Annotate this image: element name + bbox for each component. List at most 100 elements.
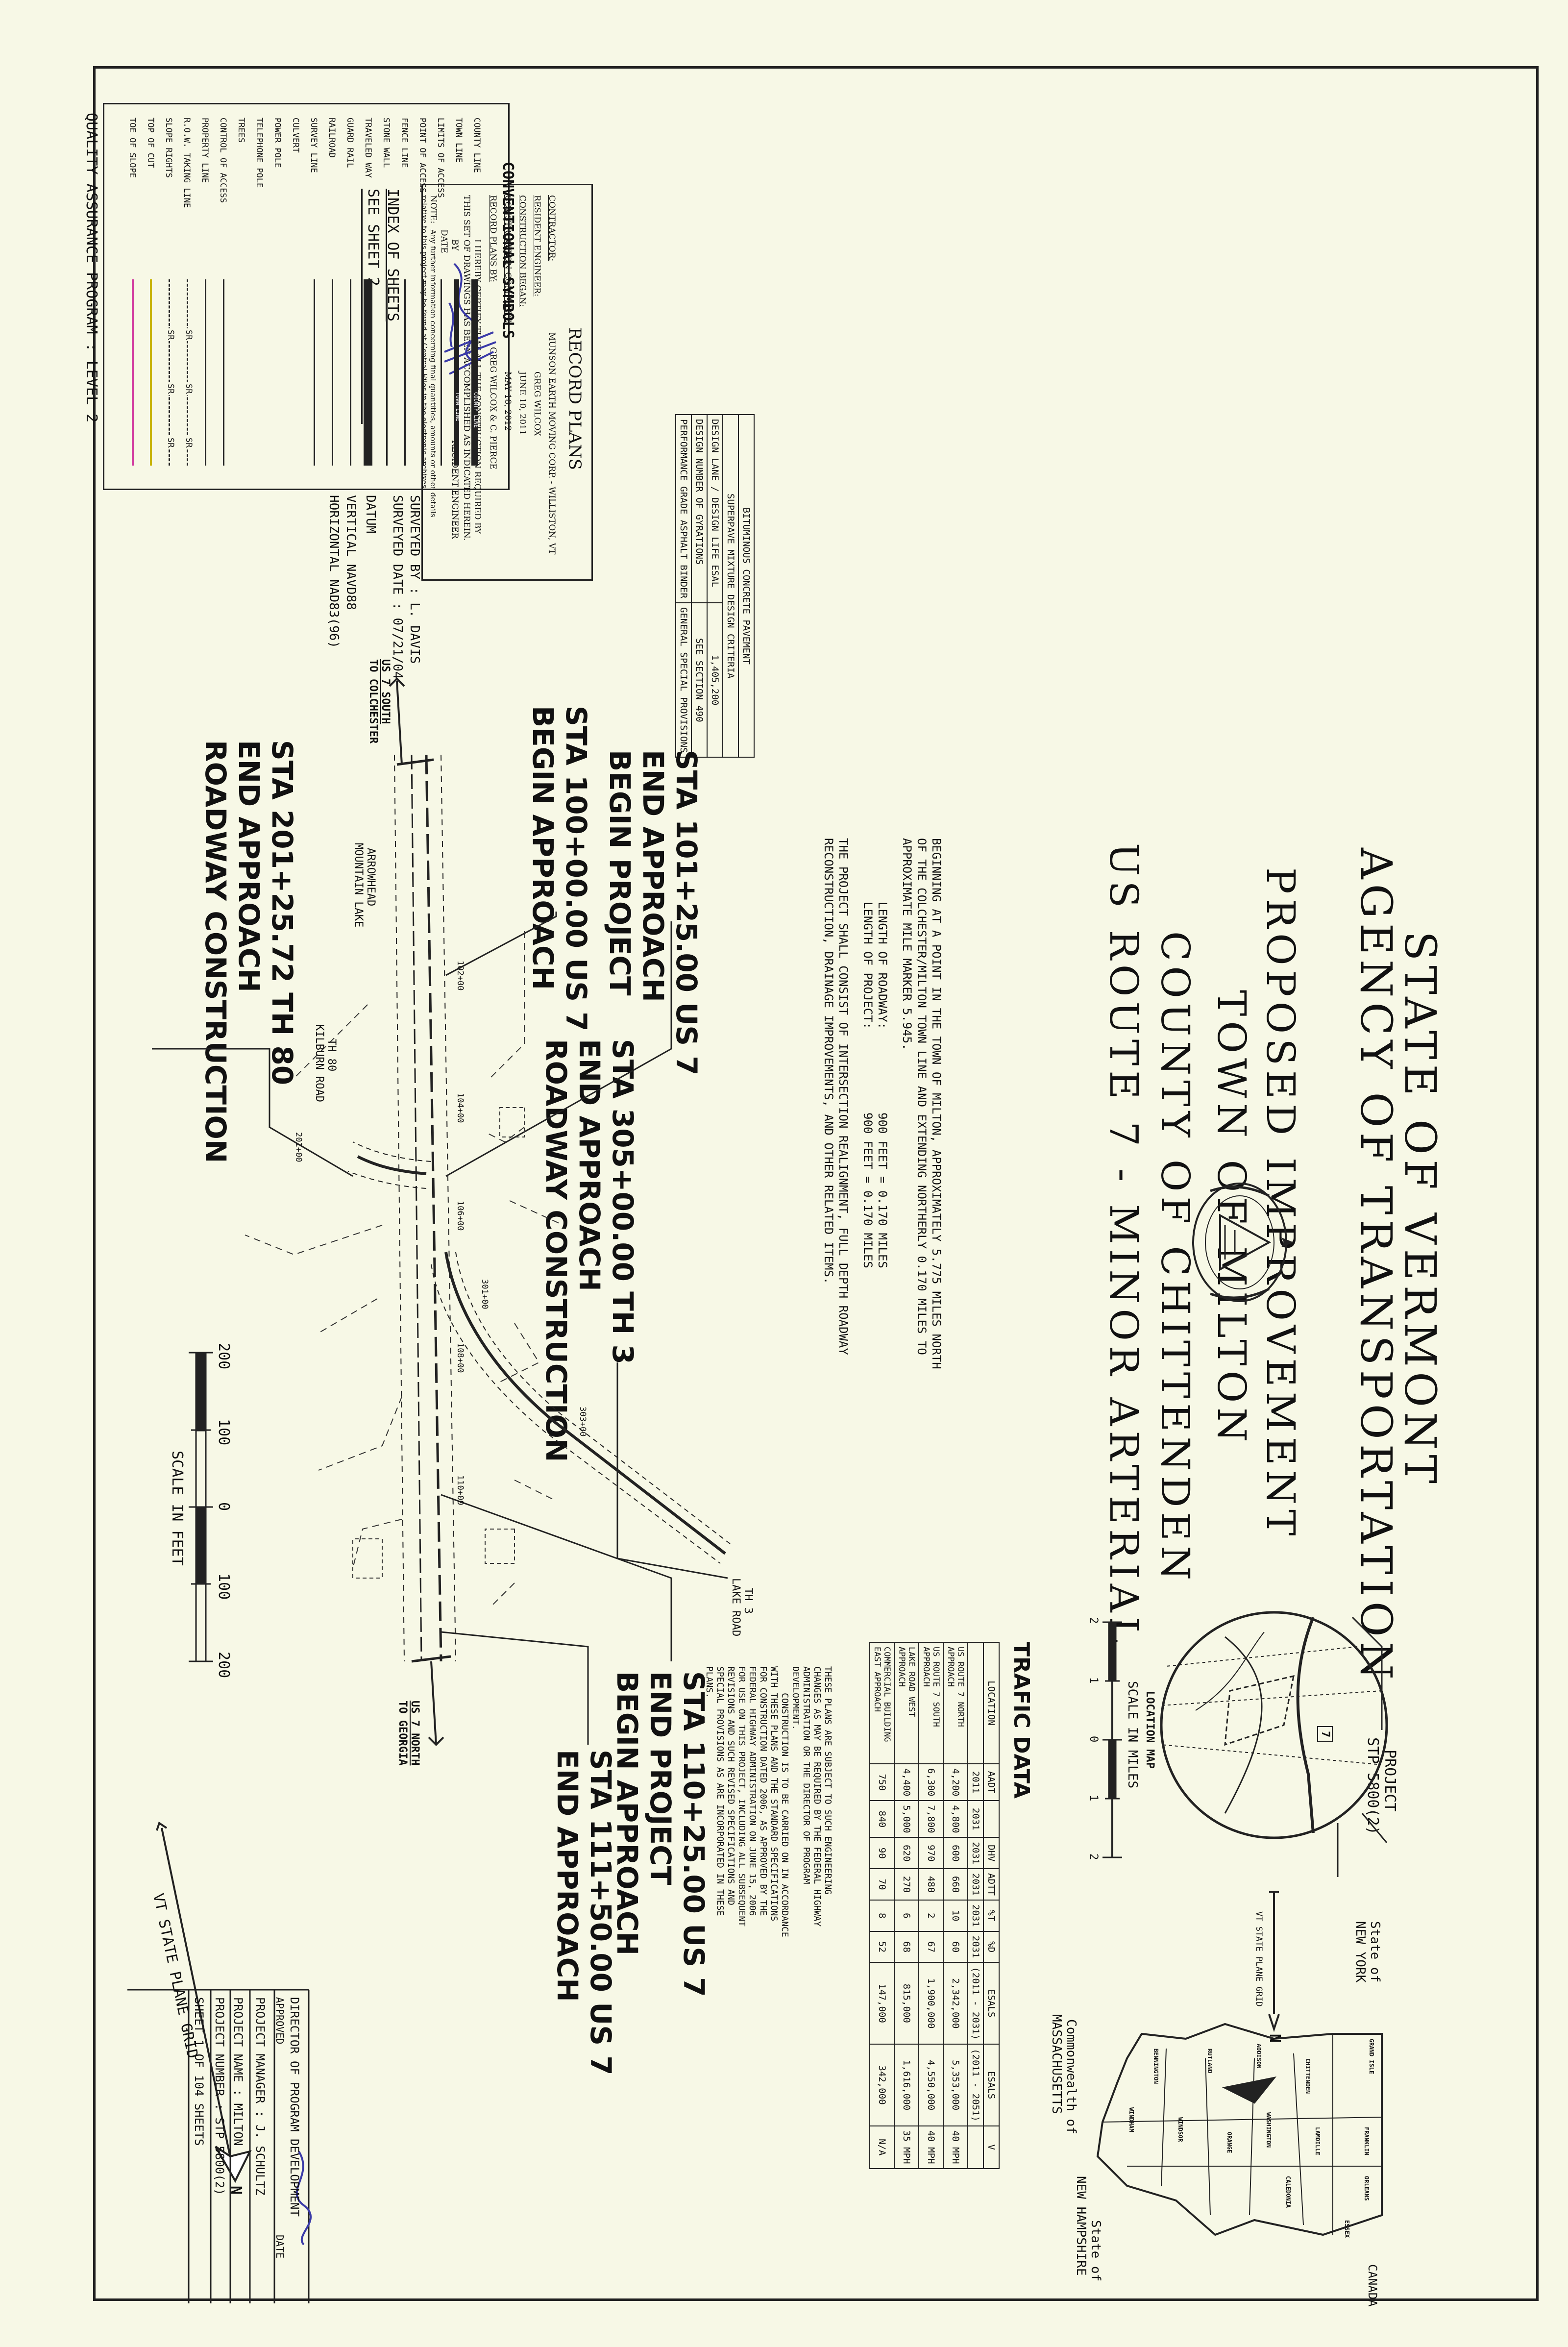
approved-date-label: DATE [274, 2235, 286, 2259]
traffic-cell: 2 [919, 1900, 943, 1931]
sheet-border [93, 66, 1539, 2301]
project-number: PROJECT NUMBER : STP 5800(2) [213, 1997, 226, 2196]
traffic-cell: AADT [983, 1764, 999, 1801]
location-scale-bar [1102, 1621, 1122, 1858]
fhwa-note-line: FEDERAL HIGHWAY ADMINISTRATION ON JUNE 1… [747, 1666, 758, 1916]
canada-label: CANADA [1366, 2264, 1379, 2307]
scale-tick: 200 [215, 1343, 232, 1370]
traffic-cell: 2031 [968, 1801, 983, 1838]
traffic-cell: 5,000 [894, 1801, 919, 1838]
traffic-cell: 1,900,000 [919, 1962, 943, 2045]
scale-tick: 100 [215, 1573, 232, 1600]
us7-south-label-2: TO COLCHESTER [367, 659, 379, 744]
lake-road-label-2: LAKE ROAD [730, 1578, 742, 1637]
kilburn-road [347, 1141, 432, 1189]
traffic-cell: 342,000 [870, 2044, 894, 2126]
station-tick: 301+00 [480, 1279, 490, 1309]
arrowhead-label-2: MOUNTAIN LAKE [352, 843, 365, 928]
county-label: WINDSOR [1177, 2117, 1184, 2142]
director-label: DIRECTOR OF PROGRAM DEVELOPMENT [288, 1997, 301, 2217]
us7-south-label: US 7 SOUTH [379, 659, 392, 724]
traffic-cell: DHV [983, 1837, 999, 1869]
traffic-cell: 35 MPH [894, 2125, 919, 2169]
traffic-cell: 7,800 [919, 1801, 943, 1838]
traffic-cell: %D [983, 1931, 999, 1963]
vermont-outline [1096, 2023, 1383, 2236]
traffic-cell [968, 2125, 983, 2169]
property-lines [245, 931, 564, 1608]
fhwa-note-line: FOR CONSTRUCTION DATED 2006, AS APPROVED… [758, 1666, 768, 1916]
county-label: GRAND ISLE [1368, 2039, 1375, 2075]
traffic-cell: 5,353,000 [943, 2044, 968, 2126]
station-tick: 110+00 [455, 1475, 465, 1506]
station-tick: 108+00 [455, 1343, 465, 1373]
traffic-cell: (2011 - 2031) [968, 1962, 983, 2045]
traffic-cell: 660 [943, 1869, 968, 1900]
traffic-cell: US ROUTE 7 NORTH APPROACH [943, 1642, 968, 1764]
traffic-cell: 1,616,000 [894, 2044, 919, 2126]
traffic-cell: US ROUTE 7 SOUTH APPROACH [919, 1642, 943, 1764]
traffic-cell: 67 [919, 1931, 943, 1963]
traffic-cell: 90 [870, 1837, 894, 1869]
traffic-cell: 4,550,000 [919, 2044, 943, 2126]
traffic-cell: LAKE ROAD WEST APPROACH [894, 1642, 919, 1764]
traffic-cell [968, 1642, 983, 1764]
direction-arrows [389, 677, 444, 1746]
project-name: PROJECT NAME : MILTON [231, 1997, 245, 2146]
fhwa-note-line: CONSTRUCTION IS TO BE CARRIED ON IN ACCO… [780, 1666, 790, 1937]
approved-label: APPROVED [274, 1997, 286, 2045]
station-tick: 106+00 [455, 1201, 465, 1231]
scale-tick: 100 [215, 1419, 232, 1446]
us7-north-label: US 7 NORTH [409, 1701, 421, 1766]
route-shield-icon: 7 [1317, 1726, 1333, 1743]
ma-label-2: MASSACHUSETTS [1049, 2014, 1064, 2114]
buildings [352, 1107, 525, 1579]
traffic-cell: 2031 [968, 1869, 983, 1900]
plane-grid-arrow [156, 1821, 252, 2183]
traffic-cell: 4,800 [943, 1801, 968, 1838]
traffic-cell: 6 [894, 1900, 919, 1931]
county-label: LAMOILLE [1314, 2127, 1321, 2155]
county-label: ORLEANS [1363, 2176, 1370, 2201]
director-signature [295, 2150, 312, 2246]
nh-label-2: NEW HAMPSHIRE [1074, 2176, 1088, 2276]
leader-lines [152, 912, 728, 1745]
fhwa-note-line: CHANGES AS MAY BE REQUIRED BY THE FEDERA… [812, 1666, 822, 1927]
location-scale-tick: 0 [1087, 1736, 1100, 1743]
traffic-cell: ESALS [983, 2044, 999, 2126]
fhwa-note-line: SPECIAL PROVISIONS AS ARE INCORPORATED I… [715, 1666, 725, 1916]
traffic-cell [983, 1801, 999, 1838]
scale-label: SCALE IN FEET [169, 1451, 186, 1566]
traffic-cell: ESALS [983, 1962, 999, 2045]
traffic-cell: 2,342,000 [943, 1962, 968, 2045]
fhwa-note-line: ADMINISTRATION OR THE DIRECTOR OF PROGRA… [801, 1666, 811, 1884]
nh-label: State of [1088, 2220, 1103, 2282]
station-tick: 303+00 [578, 1407, 588, 1437]
lake-road-label: TH 3 [742, 1588, 754, 1614]
project-manager: PROJECT MANAGER : J. SCHULTZ [253, 1997, 267, 2196]
project-tag-leader [1351, 1616, 1383, 1730]
traffic-cell: 40 MPH [943, 2125, 968, 2169]
traffic-cell: 600 [943, 1837, 968, 1869]
arrowhead-label: ARROWHEAD [365, 848, 377, 907]
traffic-cell: 840 [870, 1801, 894, 1838]
traffic-cell: N/A [870, 2125, 894, 2169]
kilburn-label: TH 80 [325, 1039, 338, 1072]
fhwa-note-line: REVISIONS AND SUCH REVISED SPECIFICATION… [726, 1666, 736, 1905]
traffic-cell: 970 [919, 1837, 943, 1869]
traffic-cell: 815,000 [894, 1962, 919, 2045]
traffic-cell: 270 [894, 1869, 919, 1900]
sheet-count: SHEET 1 OF 104 SHEETS [192, 1997, 206, 2146]
signature-stamp [444, 263, 496, 375]
location-map [1160, 1611, 1388, 1877]
station-tick: 104+00 [455, 1093, 465, 1123]
fhwa-note-line: DEVELOPMENT. [790, 1666, 801, 1730]
traffic-cell: 68 [894, 1931, 919, 1963]
